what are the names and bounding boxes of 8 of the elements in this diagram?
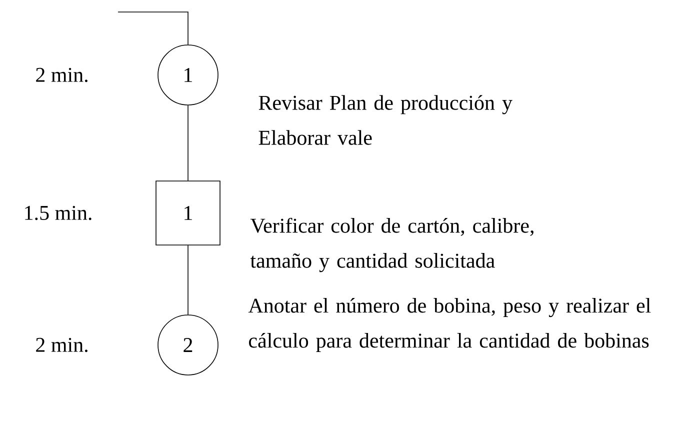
connector-line <box>118 12 188 45</box>
time-label: 1.5 min. <box>25 206 92 220</box>
description-text: Revisar Plan de producción y Elaborar vale <box>258 95 512 145</box>
time-label: 2 min. <box>36 68 88 82</box>
inspection-square: 1 <box>156 180 220 246</box>
time-label: 2 min. <box>36 338 88 352</box>
description-text: Verificar color de cartón, calibre, tamaño y cantidad solicitada <box>250 218 534 272</box>
description-text: Anotar el número de bobina, peso y realizar el cálculo para determinar la cantidad de bobinas <box>248 298 651 352</box>
